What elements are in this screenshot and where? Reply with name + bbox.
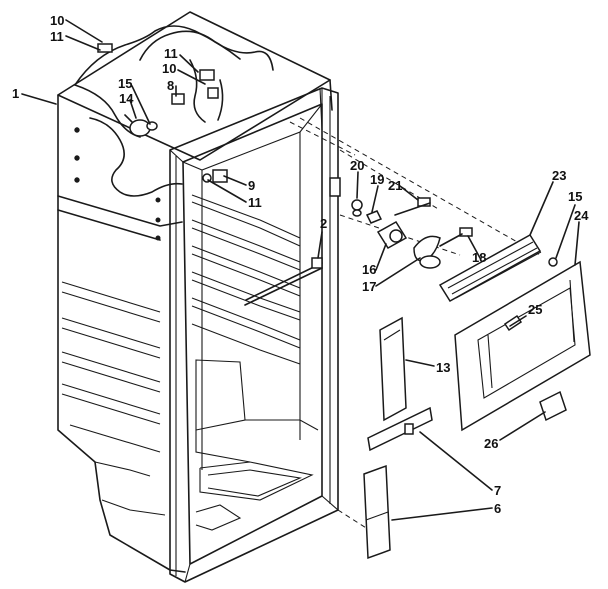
callout-2: 2	[320, 216, 327, 231]
callout-23: 23	[552, 168, 566, 183]
callout-9: 9	[248, 178, 255, 193]
callout-14: 14	[119, 91, 134, 106]
callout-10-wiring: 10	[162, 61, 176, 76]
wiring-harness	[74, 25, 241, 138]
callout-21: 21	[388, 178, 402, 193]
callout-24: 24	[574, 208, 589, 223]
callout-6: 6	[494, 501, 501, 516]
callout-16: 16	[362, 262, 376, 277]
callout-labels: 10 11 11 10 8 15 14 1 9 11 20 19 21 2 23…	[12, 13, 589, 516]
callout-13: 13	[436, 360, 450, 375]
callout-20: 20	[350, 158, 364, 173]
cabinet-front-flange	[169, 87, 339, 583]
callout-26: 26	[484, 436, 498, 451]
callout-10-top: 10	[50, 13, 64, 28]
callout-15-switch: 15	[118, 76, 132, 91]
callout-11-top: 11	[50, 29, 64, 44]
callout-11-wiring: 11	[164, 46, 178, 61]
callout-1: 1	[12, 86, 19, 101]
callout-11-hinge: 11	[248, 195, 262, 210]
callout-7: 7	[494, 483, 501, 498]
leader-lines	[21, 19, 580, 521]
cabinet-shell	[57, 11, 333, 573]
callout-15-grille: 15	[568, 189, 582, 204]
exploded-parts	[289, 117, 591, 560]
interior-liner	[182, 103, 341, 531]
callout-18: 18	[472, 250, 486, 265]
callout-17: 17	[362, 279, 376, 294]
callout-8: 8	[167, 78, 174, 93]
callout-25: 25	[528, 302, 542, 317]
callout-19: 19	[370, 172, 384, 187]
